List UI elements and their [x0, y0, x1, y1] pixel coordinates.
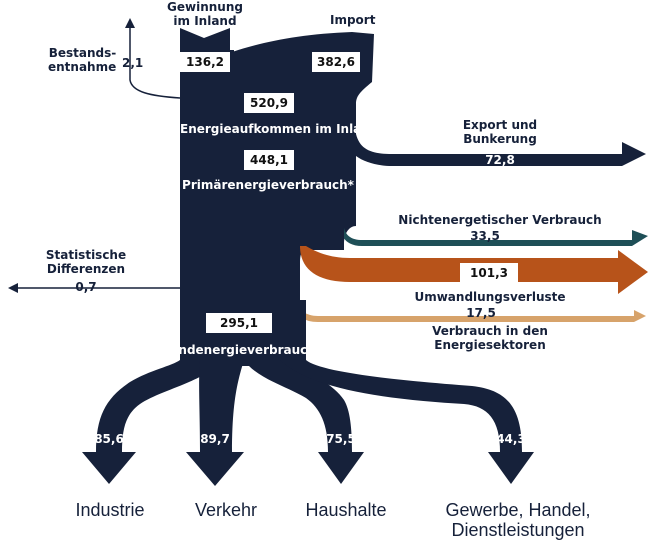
bestand-arrowhead	[125, 18, 135, 28]
umwandlung-label: Umwandlungsverluste	[414, 290, 566, 304]
nichtenerg-value: 33,5	[470, 229, 500, 243]
export-label: Export und Bunkerung	[462, 118, 538, 146]
statistik-value: 0,7	[75, 280, 97, 294]
import-value: 382,6	[312, 52, 360, 72]
aufkommen-value: 520,9	[244, 93, 294, 113]
industrie-arrowhead	[82, 452, 136, 484]
verkehr-value: 89,7	[200, 432, 230, 446]
import-label: Import	[330, 13, 376, 27]
energiesektor-label: Verbrauch in den Energiesektoren	[432, 324, 548, 352]
verkehr-arrowhead	[186, 452, 244, 486]
haushalte-arrowhead	[318, 452, 364, 484]
energiesektor-value: 17,5	[466, 306, 496, 320]
gewinnung-inflow	[180, 28, 230, 52]
energiesektor-flow	[296, 300, 646, 322]
bestand-label: Bestands- entnahme	[48, 46, 117, 74]
nichtenergetisch-flow	[344, 228, 648, 246]
verkehr-sector-label: Verkehr	[194, 500, 258, 520]
endenergie-trunk	[180, 300, 306, 366]
haushalte-sector-label: Haushalte	[305, 500, 387, 520]
export-value: 72,8	[485, 153, 515, 167]
primaer-label: Primärenergieverbrauch*	[182, 178, 354, 192]
primaer-trunk	[180, 196, 356, 330]
endenergie-label: Endenergieverbrauch	[170, 343, 316, 357]
endenergie-value: 295,1	[206, 313, 272, 333]
industrie-sector-label: Industrie	[75, 500, 145, 520]
export-flow	[356, 134, 646, 166]
statistik-arrowhead	[8, 283, 18, 293]
gewinnung-value: 136,2	[180, 52, 230, 72]
umwandlung-value: 101,3	[460, 263, 518, 283]
industrie-value: 85,6	[94, 432, 124, 446]
verkehr-branch	[199, 360, 244, 452]
gewinnung-label: Gewinnung im Inland	[167, 0, 243, 28]
ghd-value: 44,3	[496, 432, 526, 446]
bestand-value: 2,1	[122, 56, 144, 70]
statistik-label: Statistische Differenzen	[45, 248, 127, 276]
haushalte-value: 75,5	[326, 432, 356, 446]
bestand-flow	[129, 26, 181, 99]
ghd-branch	[280, 360, 522, 452]
primaer-value: 448,1	[244, 150, 294, 170]
nichtenerg-label: Nichtenergetischer Verbrauch	[398, 213, 602, 227]
ghd-arrowhead	[488, 452, 534, 484]
ghd-sector-label: Gewerbe, Handel, Dienstleistungen	[445, 500, 591, 540]
import-inflow	[232, 32, 374, 104]
aufkommen-label: Energieaufkommen im Inland	[180, 122, 379, 136]
